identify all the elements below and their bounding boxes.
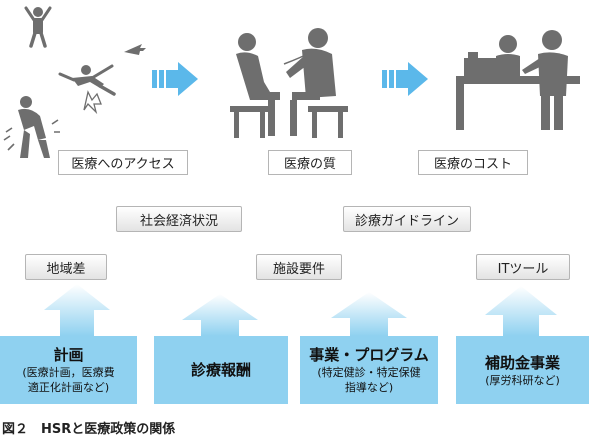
access-people-icon bbox=[3, 6, 146, 158]
stage-label-cost: 医療のコスト bbox=[418, 150, 528, 175]
policy-planning-title: 計画 bbox=[53, 346, 84, 364]
policy-planning-detail-1: (医療計画，医療費 bbox=[22, 366, 115, 379]
factor-socioeconomic: 社会経済状況 bbox=[116, 206, 242, 232]
arrow-up-icon bbox=[182, 294, 258, 336]
arrow-up-icon bbox=[485, 286, 557, 336]
doctor-patient-icon bbox=[230, 28, 348, 138]
policy-medical-fees-title: 診療報酬 bbox=[190, 361, 251, 379]
policy-programs-detail-1: (特定健診・特定保健 bbox=[317, 366, 421, 379]
policy-programs-title: 事業・プログラム bbox=[309, 346, 429, 364]
policy-programs: 事業・プログラム (特定健診・特定保健 指導など) bbox=[300, 336, 438, 404]
policy-medical-fees: 診療報酬 bbox=[154, 336, 288, 404]
policy-subsidies-title: 補助金事業 bbox=[484, 353, 560, 372]
factor-regional-variation: 地域差 bbox=[25, 254, 107, 280]
policy-planning: 計画 (医療計画，医療費 適正化計画など) bbox=[0, 336, 137, 404]
arrow-right-icon bbox=[382, 62, 428, 96]
factor-it-tools: ITツール bbox=[476, 254, 570, 280]
cashier-customer-icon bbox=[456, 30, 580, 130]
arrow-up-icon bbox=[331, 292, 407, 336]
factor-facility-requirements: 施設要件 bbox=[256, 254, 342, 280]
policy-subsidies: 補助金事業 (厚労科研など) bbox=[456, 336, 589, 404]
stage-label-access: 医療へのアクセス bbox=[58, 150, 188, 175]
arrow-up-icon bbox=[44, 284, 110, 336]
policy-programs-detail-2: 指導など) bbox=[344, 381, 394, 394]
arrow-right-icon bbox=[152, 62, 198, 96]
stage-label-quality: 医療の質 bbox=[268, 150, 352, 175]
figure-caption: 図２ HSRと医療政策の関係 bbox=[2, 422, 176, 437]
policy-subsidies-detail: (厚労科研など) bbox=[485, 373, 560, 387]
factor-guidelines: 診療ガイドライン bbox=[343, 206, 471, 232]
policy-planning-detail-2: 適正化計画など) bbox=[27, 381, 110, 394]
